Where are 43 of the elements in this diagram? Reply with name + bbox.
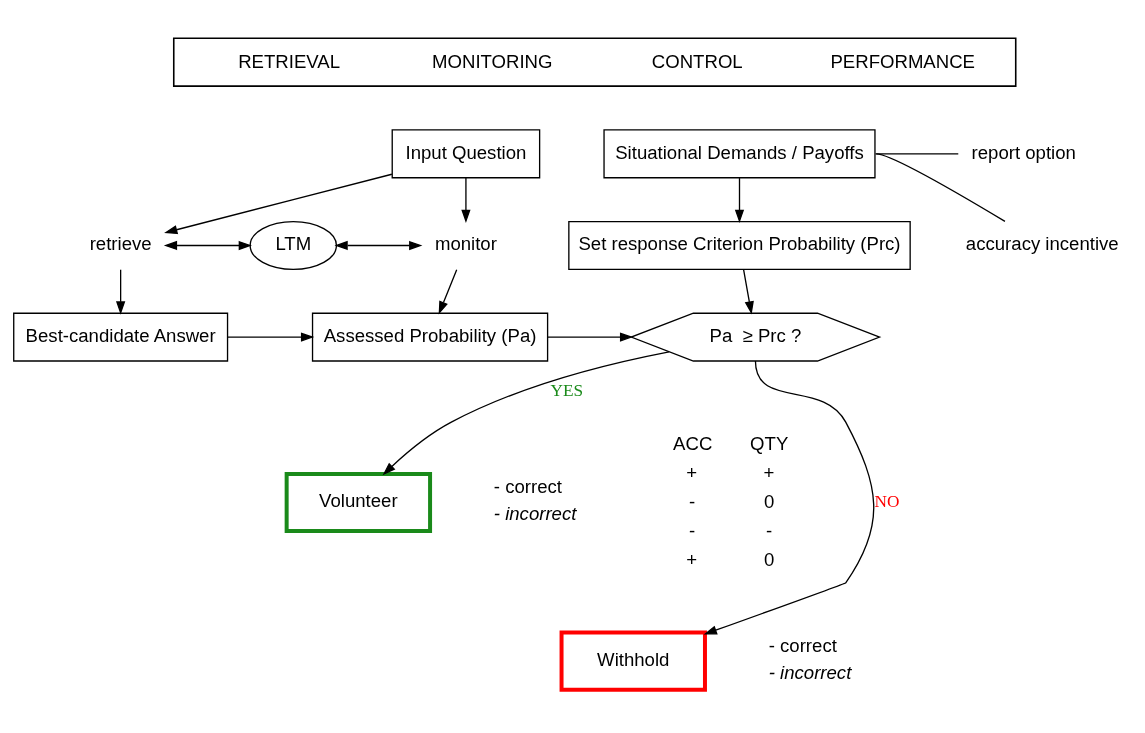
node-label: - incorrect <box>493 502 577 524</box>
label: + <box>763 461 775 483</box>
connector <box>874 152 959 154</box>
node-box: Best-candidate Answer <box>13 312 229 362</box>
arrow <box>742 268 754 315</box>
arrow <box>703 359 875 635</box>
node-box: Assessed Probability (Pa) <box>311 312 549 362</box>
label: - <box>689 519 696 541</box>
arrow <box>438 268 458 314</box>
node-box: Set response Criterion Probability (Prc) <box>568 220 911 270</box>
node-ellipse: LTM <box>249 220 338 270</box>
arrow <box>546 331 634 342</box>
edge-label: NO <box>874 491 900 511</box>
node-text: report option <box>971 141 1076 163</box>
node-text: monitor <box>434 232 497 254</box>
node-box: Situational Demands / Payoffs <box>603 128 876 178</box>
arrow <box>334 240 423 250</box>
node-label: - incorrect <box>768 661 852 683</box>
node-box: Withhold <box>559 630 707 692</box>
arrow <box>461 176 471 223</box>
arrow <box>116 268 126 315</box>
node-label: - correct <box>768 634 837 656</box>
arrow <box>734 176 745 223</box>
edge-label: YES <box>550 380 584 400</box>
label: 0 <box>764 548 775 570</box>
connector <box>875 152 1006 222</box>
label: 0 <box>764 490 775 512</box>
arrow <box>382 350 670 475</box>
arrow <box>164 173 393 234</box>
node-box: RETRIEVAL MONITORING CONTROL PERFORMANCE <box>172 37 1017 87</box>
node-box: Input Question <box>391 128 541 178</box>
node-label: - correct <box>493 475 562 497</box>
label: - <box>689 490 696 512</box>
node-box: Volunteer <box>284 471 433 533</box>
label: ACC <box>673 432 713 454</box>
arrow <box>163 240 252 250</box>
label: QTY <box>750 432 789 454</box>
arrow <box>226 331 315 342</box>
label: + <box>686 548 698 570</box>
label: + <box>686 461 698 483</box>
node-text: accuracy incentive <box>965 232 1119 254</box>
node-text: retrieve <box>89 232 152 254</box>
label: - <box>766 519 773 541</box>
